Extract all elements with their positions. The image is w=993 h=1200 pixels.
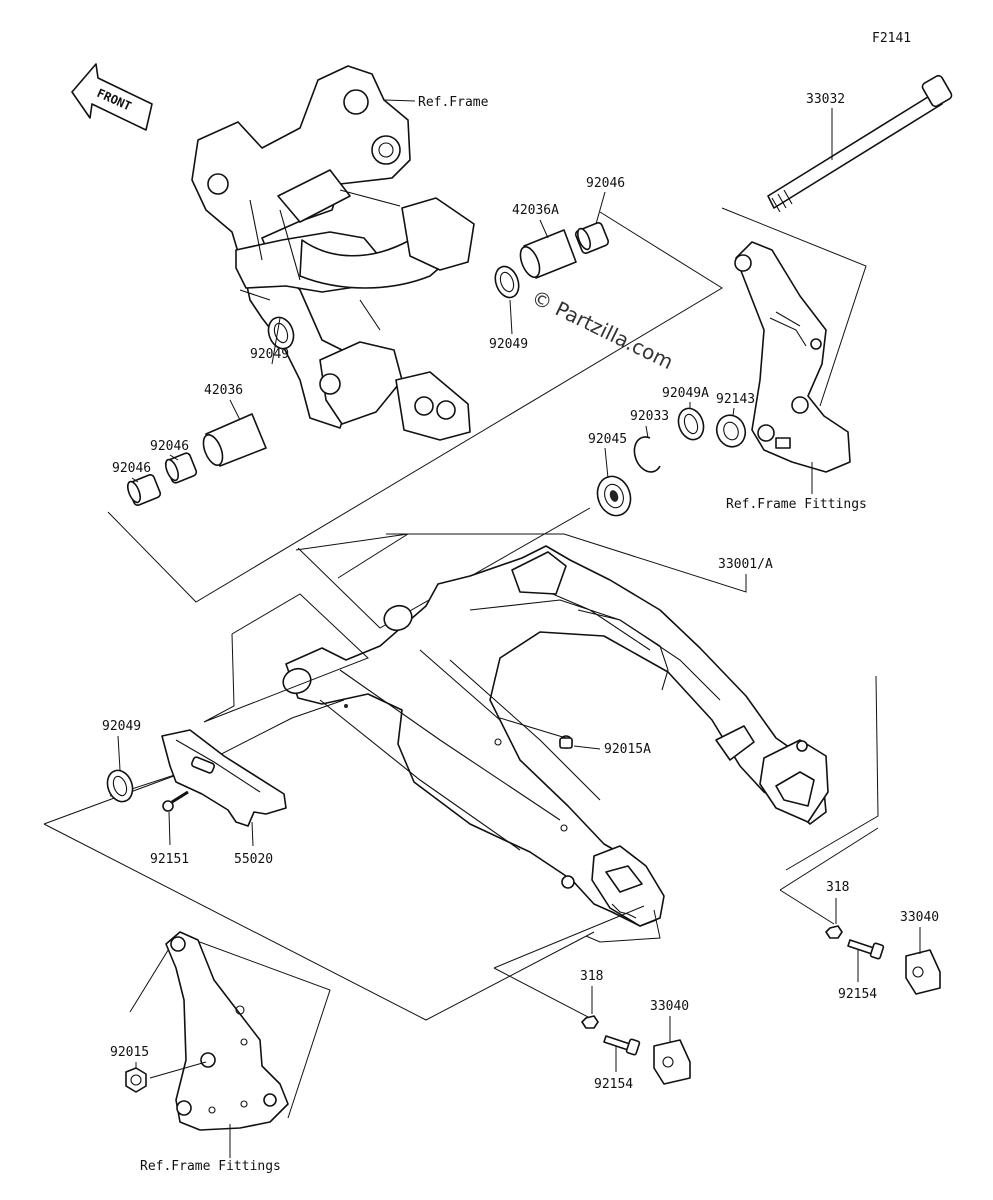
label-33040-mid: 33040 [650, 999, 689, 1014]
label-318-mid: 318 [580, 969, 603, 984]
chain-guard-55020 [161, 729, 287, 827]
label-33001A: 33001/A [718, 557, 773, 572]
label-92046-top: 92046 [586, 176, 625, 191]
label-92015A: 92015A [604, 742, 651, 757]
watermark: © Partzilla.com [528, 285, 677, 374]
seal-92049-mid [494, 265, 520, 299]
label-33040-right: 33040 [900, 910, 939, 925]
adjuster-block-33040-mid [653, 1039, 691, 1085]
label-92015: 92015 [110, 1045, 149, 1060]
label-92049A: 92049A [662, 386, 709, 401]
label-92049-mid: 92049 [489, 337, 528, 352]
needle-bearing-92046-a [164, 452, 198, 484]
label-92154-right: 92154 [838, 987, 877, 1002]
label-55020: 55020 [234, 852, 273, 867]
label-92046-a: 92046 [150, 439, 189, 454]
seal-92049-left [267, 316, 295, 350]
collar-42036A [519, 229, 577, 279]
label-92046-b: 92046 [112, 461, 151, 476]
nut-318-right [825, 925, 843, 939]
label-42036: 42036 [204, 383, 243, 398]
label-92154-mid: 92154 [594, 1077, 633, 1092]
frame-fitting-plate-upper [734, 241, 851, 473]
ball-bearing-92045 [596, 475, 632, 517]
label-92049-left: 92049 [250, 347, 289, 362]
label-92151: 92151 [150, 852, 189, 867]
figure-code: F2141 [872, 31, 911, 46]
label-92049-lower: 92049 [102, 719, 141, 734]
label-92033: 92033 [630, 409, 669, 424]
circlip-92033 [633, 436, 661, 473]
label-318-right: 318 [826, 880, 849, 895]
adjuster-block-33040-right [905, 949, 941, 995]
label-92045: 92045 [588, 432, 627, 447]
bolt-92154-right [847, 939, 885, 960]
frame-fitting-plate-lower [165, 931, 289, 1131]
seal-92049-lower [106, 769, 134, 803]
swingarm-33001A [282, 545, 829, 927]
main-frame-drawing [191, 65, 475, 441]
plug-92015A [559, 737, 573, 749]
seal-92049A [677, 407, 705, 441]
front-arrow-icon: FRONT [71, 63, 153, 131]
nut-92015 [125, 1067, 147, 1093]
collar-42036 [202, 413, 267, 467]
label-33032: 33032 [806, 92, 845, 107]
bolt-92151 [162, 790, 189, 812]
nut-318-mid [581, 1015, 599, 1029]
label-42036A: 42036A [512, 203, 559, 218]
ref-frame-fittings-lower-label: Ref.Frame Fittings [140, 1159, 281, 1174]
ref-frame-fittings-upper-label: Ref.Frame Fittings [726, 497, 867, 512]
bolt-92154-mid [603, 1035, 641, 1056]
needle-bearing-92046-b [126, 474, 162, 506]
label-92143: 92143 [716, 392, 755, 407]
ref-frame-label: Ref.Frame [418, 95, 489, 110]
pivot-shaft-33032 [767, 74, 953, 213]
needle-bearing-92046-top [574, 222, 610, 254]
collar-92143 [715, 414, 747, 448]
